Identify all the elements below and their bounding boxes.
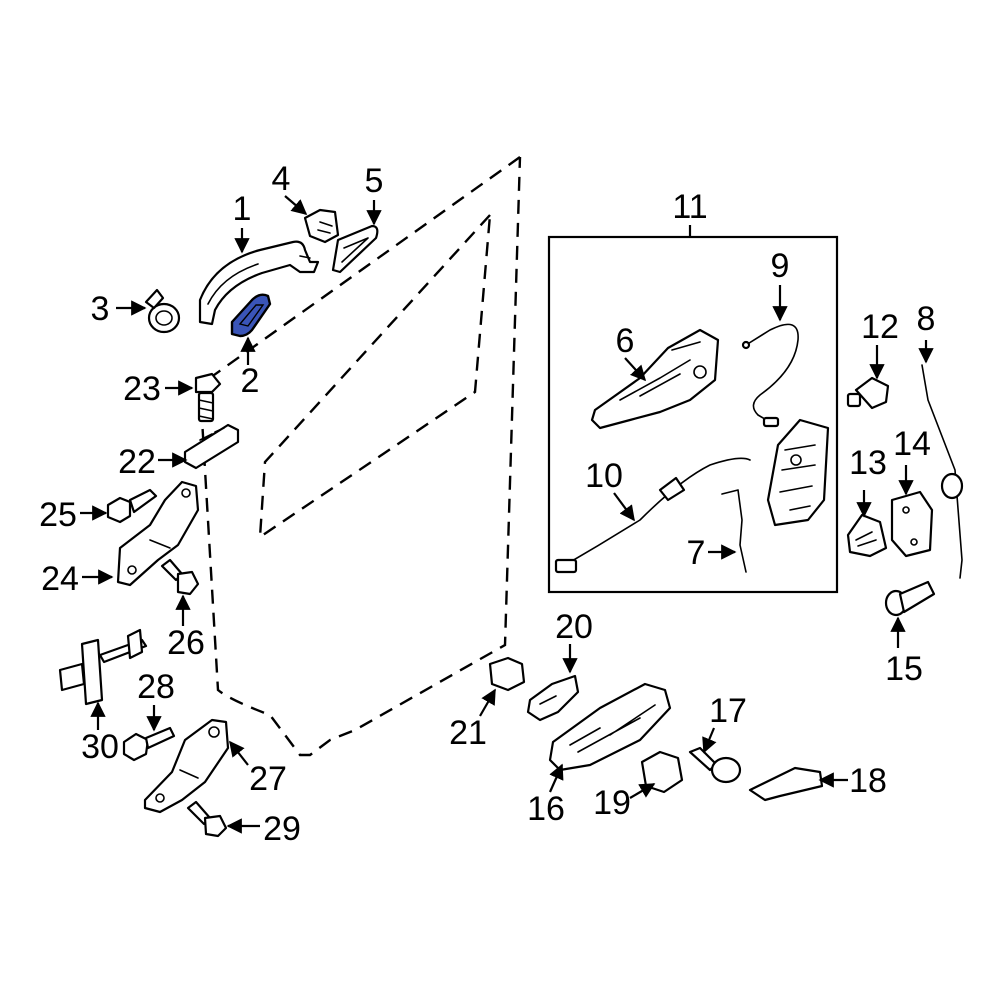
callout-29: 29 (263, 810, 301, 848)
bolt-29-part[interactable] (186, 800, 228, 838)
callout-23: 23 (123, 370, 161, 408)
cap-19-part[interactable] (640, 750, 684, 794)
callout-13: 13 (849, 444, 887, 482)
callout-20: 20 (555, 608, 593, 646)
bolt-23-part[interactable] (194, 372, 222, 423)
screw-17-part[interactable] (688, 746, 742, 784)
callout-27: 27 (249, 760, 287, 798)
callout-11: 11 (672, 188, 707, 226)
callout-7: 7 (687, 534, 706, 572)
shim-14-part[interactable] (890, 490, 934, 558)
latch-assembly-part[interactable] (766, 418, 830, 527)
callout-labels: 11 1 2 3 4 5 6 7 8 9 10 12 13 14 15 16 1… (39, 160, 935, 848)
bolt-28-part[interactable] (122, 726, 176, 762)
rod-8-part[interactable] (921, 364, 964, 579)
callout-3: 3 (91, 290, 110, 328)
callout-6: 6 (616, 322, 635, 360)
callout-19: 19 (593, 784, 631, 822)
callout-9: 9 (771, 247, 790, 285)
trim-18-part[interactable] (748, 766, 824, 802)
callout-21: 21 (449, 714, 487, 752)
callout-26: 26 (167, 624, 205, 662)
handle-frame-6-part[interactable] (590, 328, 720, 430)
hinge-27-part[interactable] (143, 718, 230, 814)
handle-gasket-part[interactable] (230, 293, 272, 338)
bolt-25-part[interactable] (106, 488, 158, 524)
lock-cylinder-part[interactable] (144, 288, 181, 334)
callout-5: 5 (365, 162, 384, 200)
bracket-22-part[interactable] (183, 423, 240, 470)
callout-14: 14 (893, 425, 931, 463)
clip-21-part[interactable] (488, 656, 526, 692)
pin-15-part[interactable] (884, 580, 936, 617)
striker-bolt-12-part[interactable] (846, 376, 890, 410)
bolt-26-part[interactable] (160, 558, 200, 596)
callout-17: 17 (709, 692, 747, 730)
callout-28: 28 (137, 668, 175, 706)
lock-assembly-group-box (547, 225, 839, 594)
callout-22: 22 (118, 443, 156, 481)
cable-10-part[interactable] (554, 457, 751, 574)
callout-10: 10 (585, 457, 623, 495)
callout-8: 8 (917, 300, 936, 338)
rod-7-part[interactable] (721, 489, 747, 573)
door-outline (198, 156, 522, 757)
callout-4: 4 (272, 160, 291, 198)
callout-12: 12 (861, 308, 899, 346)
inside-handle-16-part[interactable] (548, 682, 672, 772)
callout-1: 1 (233, 190, 252, 228)
striker-plate-13-part[interactable] (846, 513, 888, 558)
bezel-clip-part[interactable] (303, 208, 340, 244)
leader-lines (80, 195, 934, 834)
callout-24: 24 (41, 560, 79, 598)
callout-16: 16 (527, 790, 565, 828)
exterior-handle-part[interactable] (198, 240, 320, 326)
callout-18: 18 (849, 762, 887, 800)
callout-15: 15 (885, 650, 923, 688)
handle-cover-pad-part[interactable] (331, 224, 379, 274)
callout-25: 25 (39, 496, 77, 534)
cable-9-part[interactable] (741, 323, 799, 428)
door-check-30-part[interactable] (58, 628, 148, 706)
callout-30: 30 (81, 728, 119, 766)
hinge-24-part[interactable] (116, 480, 200, 587)
callout-2: 2 (241, 362, 260, 400)
bracket-20-part[interactable] (526, 674, 580, 722)
